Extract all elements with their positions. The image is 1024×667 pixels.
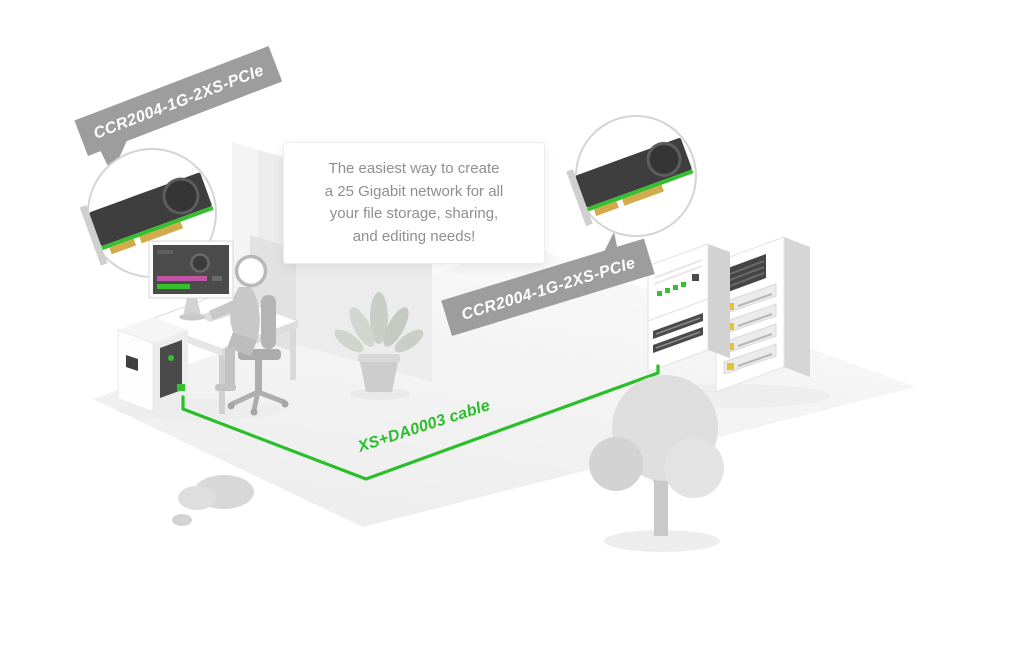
card-bracket (79, 204, 108, 266)
pc-tower-left-face (117, 329, 154, 413)
left-banner-ribbon (74, 45, 283, 156)
timeline-bar-green (157, 284, 190, 289)
chair-backrest (261, 295, 276, 349)
bay-led (727, 363, 734, 370)
tower-side (784, 237, 810, 377)
pot-body (360, 362, 398, 392)
left-card-banner: CCR2004-1G-2XS-PCIe (74, 45, 283, 156)
drive-bays (723, 283, 777, 375)
router-led (673, 285, 678, 290)
timeline-clip (212, 276, 222, 281)
plant-leaf (383, 307, 409, 347)
server-stack (647, 243, 730, 373)
person-at-desk (209, 254, 268, 391)
network-cable (181, 364, 660, 481)
card-fan (646, 141, 682, 177)
person-head (234, 254, 268, 288)
chair-wheel (281, 400, 289, 408)
chair-base (229, 389, 287, 413)
rock-medium (178, 486, 216, 510)
bay-led (727, 343, 734, 350)
monitor-stand (183, 298, 201, 316)
tree-canopy-right (664, 438, 724, 498)
card-pcb-edge (101, 205, 214, 251)
router-led (681, 282, 686, 287)
router-led (665, 288, 670, 293)
plant-leaf (370, 292, 388, 344)
pc-tower-sfp-port (177, 384, 185, 391)
screen-play-dial (190, 253, 210, 273)
tree-canopy-left (589, 437, 643, 491)
pcie-card-left (79, 172, 214, 266)
pc-tower (117, 317, 188, 413)
rocks (172, 475, 254, 526)
router-side (708, 244, 730, 307)
chair-pole (255, 360, 262, 392)
drive-unit-side (708, 299, 730, 358)
pc-tower-vent (126, 355, 138, 371)
potted-plant (334, 292, 424, 392)
tower-vent-grid (729, 260, 765, 287)
person-shin (225, 348, 235, 386)
plant-shadow (350, 388, 410, 400)
plant-leaf (349, 307, 375, 347)
pc-power-led (168, 355, 174, 361)
person-foot (215, 384, 236, 391)
office-chair (227, 295, 289, 416)
desk-leg-right (290, 326, 296, 380)
card-connector-long (139, 221, 184, 244)
drive-bay (723, 343, 777, 375)
left-card-banner-label: CCR2004-1G-2XS-PCIe (91, 62, 266, 143)
router-port (692, 274, 699, 281)
card-connector-short (593, 201, 619, 216)
chair-wheel (227, 402, 235, 410)
tree (589, 375, 724, 536)
speech-bubble-line-4: and editing needs! (352, 227, 476, 245)
router-led (657, 291, 662, 296)
plant-leaf (334, 329, 364, 353)
pc-tower-front-slot (160, 340, 182, 398)
bay-led (727, 303, 734, 310)
pot-rim (358, 354, 400, 362)
plant-leaf (394, 329, 424, 353)
right-card-callout (566, 115, 697, 237)
server-tower (715, 236, 810, 393)
pcie-card-right (566, 138, 694, 227)
right-banner-ribbon (441, 238, 655, 336)
card-fan (162, 177, 200, 215)
speech-bubble-line-3: your file storage, sharing, (329, 205, 499, 222)
person-arm (209, 298, 241, 320)
card-connector-short (109, 238, 137, 255)
bay-led (727, 323, 734, 330)
monitor-base (179, 313, 205, 321)
chair-wheel (250, 408, 258, 416)
card-pcb-edge (586, 169, 694, 212)
speech-bubble: The easiest way to create a 25 Gigabit n… (283, 142, 545, 264)
monitor (148, 240, 234, 321)
desk-leg-front (219, 352, 225, 414)
timeline-bar-magenta (157, 276, 207, 281)
router-leds (657, 282, 686, 296)
card-connector-long (622, 184, 664, 206)
rock-pebble (172, 514, 192, 526)
tree-shadow (604, 530, 720, 552)
speech-bubble-line-1: The easiest way to create (328, 160, 500, 177)
card-bracket (566, 169, 593, 227)
screen-toolbar (157, 250, 173, 254)
speech-bubble-line-2: a 25 Gigabit network for all (324, 182, 504, 200)
